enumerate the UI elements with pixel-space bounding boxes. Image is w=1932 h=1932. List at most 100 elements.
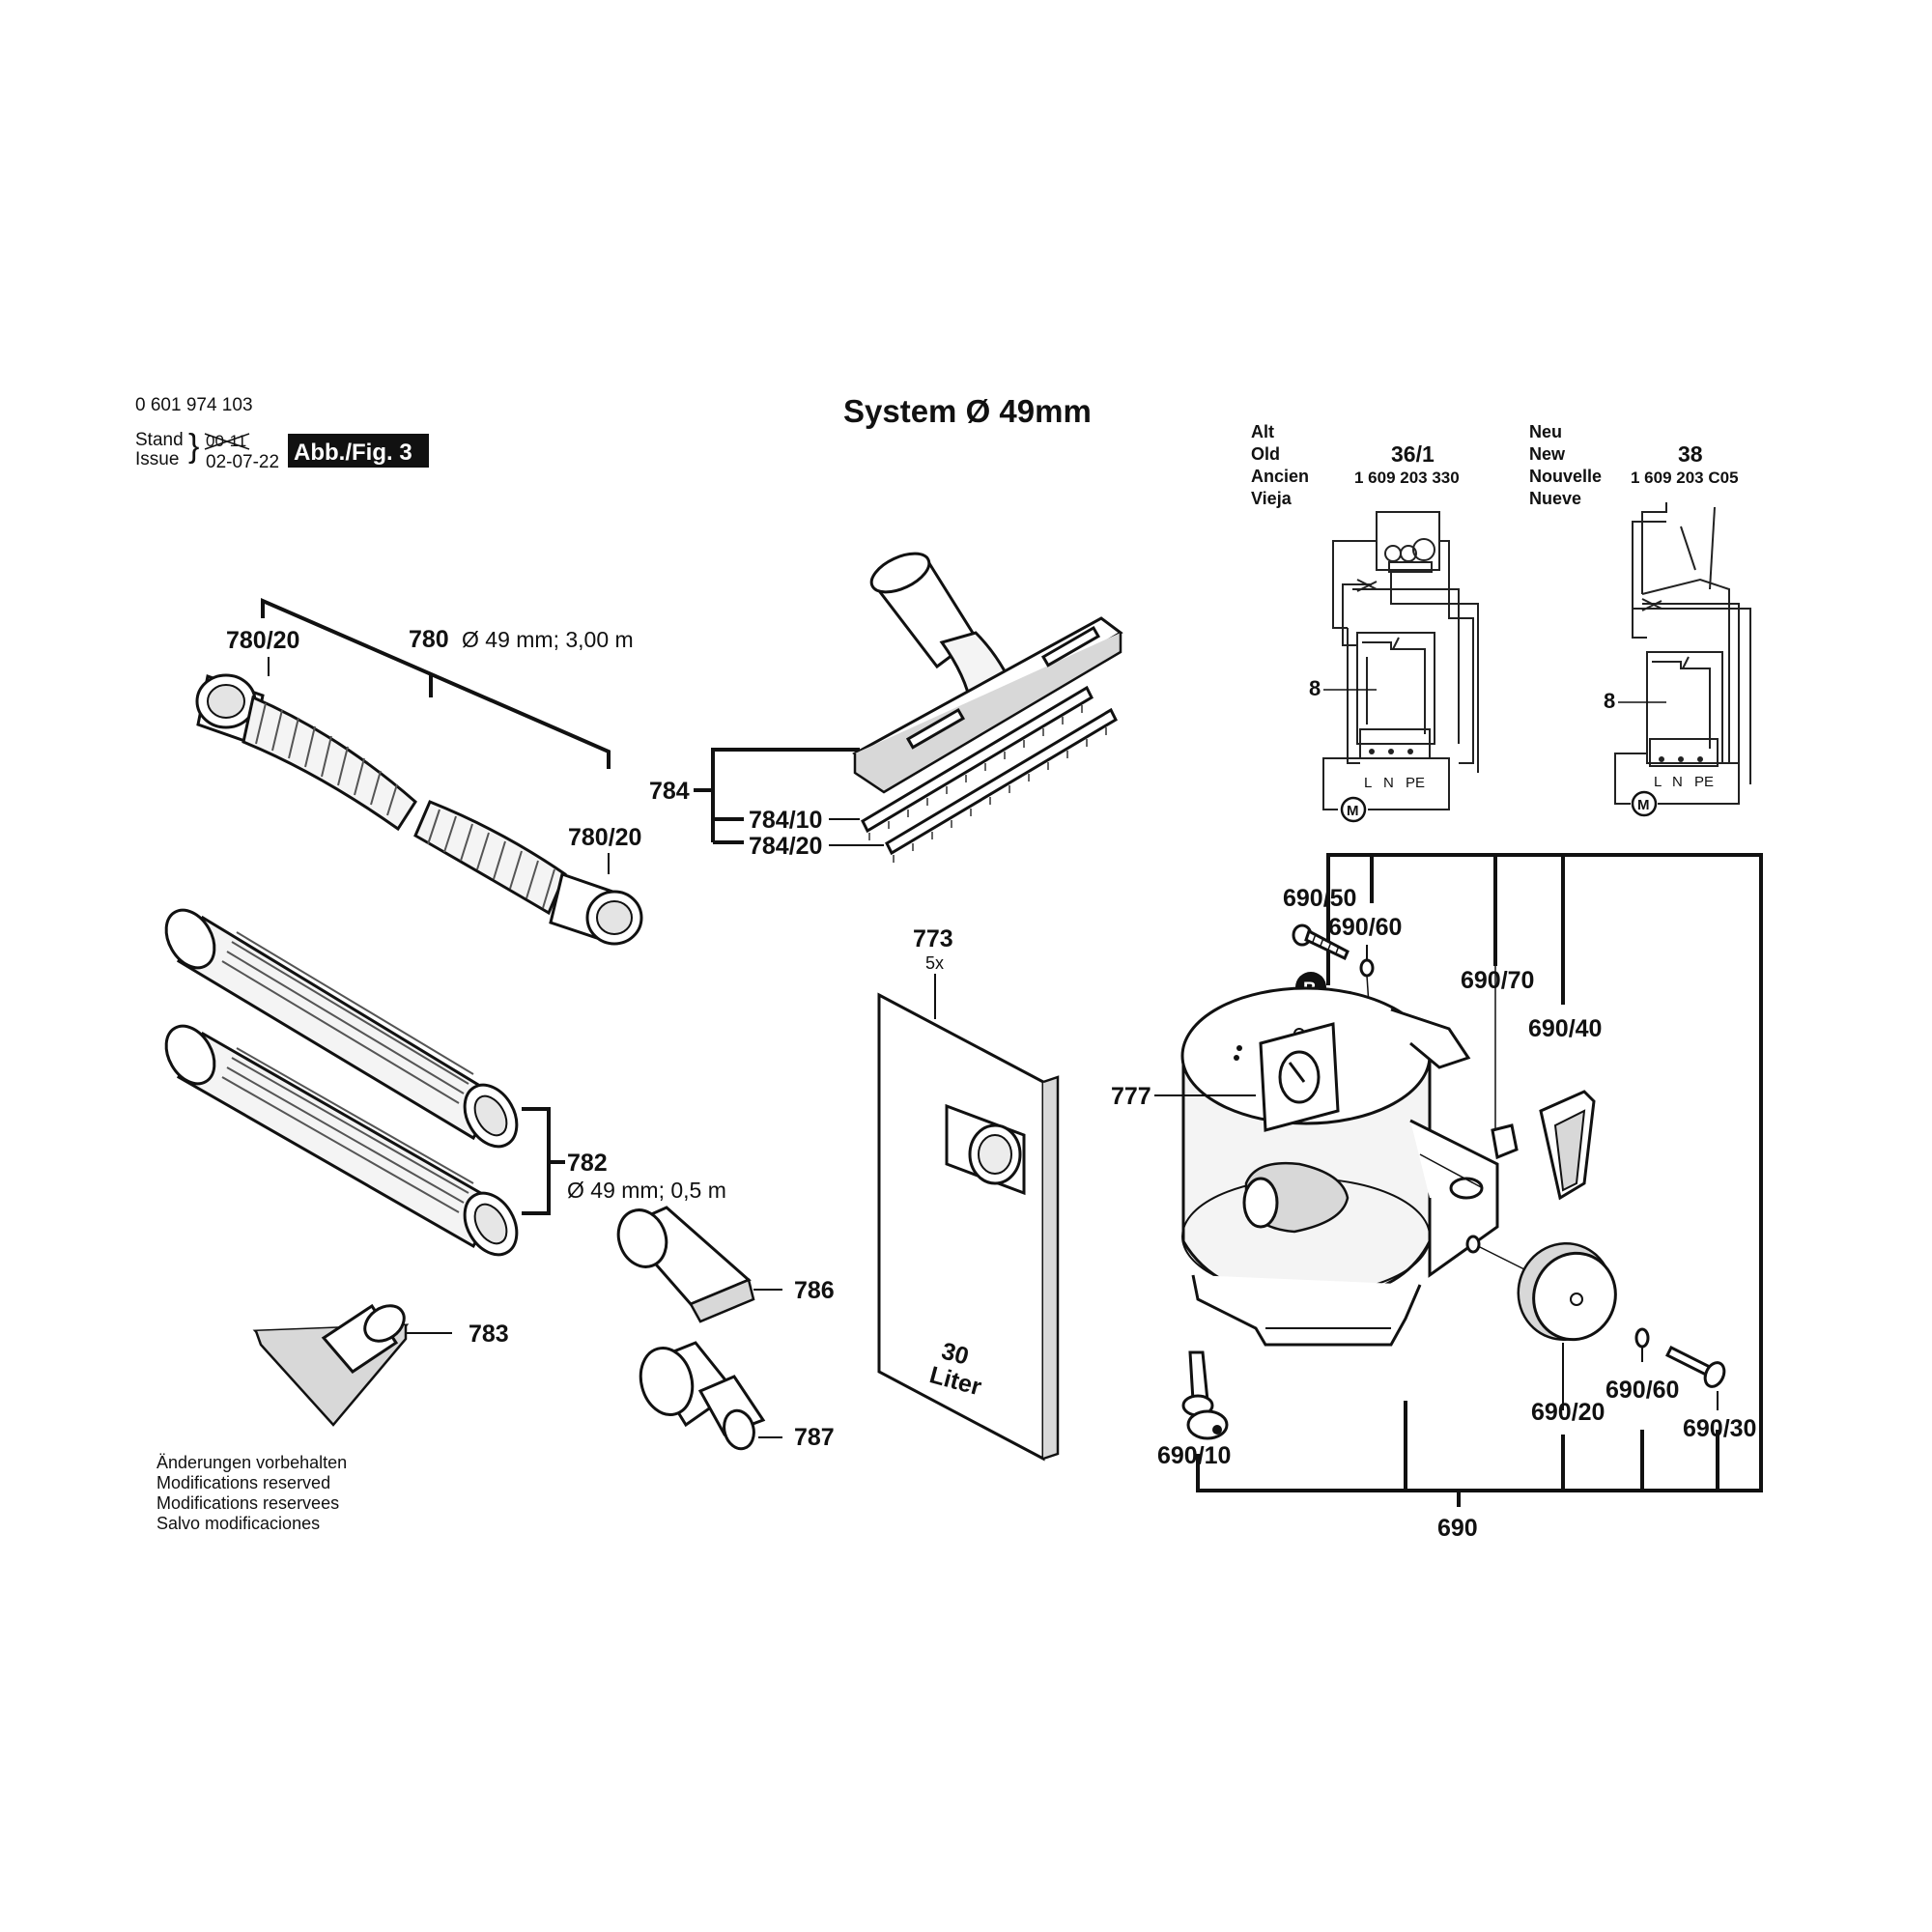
label-690-50: 690/50 <box>1283 885 1356 912</box>
circuit-old-motor-label: M <box>1347 803 1359 819</box>
circuit-old-callout: 8 <box>1309 676 1321 700</box>
circuit-old-terminal: PE <box>1406 775 1425 791</box>
extension-tube-upper <box>164 908 519 1149</box>
circuit-new-terminal: L <box>1654 774 1662 790</box>
label-783: 783 <box>469 1321 509 1348</box>
label-690-10: 690/10 <box>1157 1442 1231 1469</box>
modification-notes: Änderungen vorbehalten Modifications res… <box>156 1453 347 1533</box>
header-block: 0 601 974 103 Stand Issue } 00-11 02-07-… <box>135 393 1092 472</box>
hose-cuff-right <box>549 872 643 946</box>
old-date-strike <box>204 433 250 450</box>
clip-690-70 <box>1491 1123 1519 1160</box>
hose-780: 780/20 780 Ø 49 mm; 3,00 m 780/20 <box>195 597 643 946</box>
caster-690-10 <box>1181 1350 1229 1440</box>
issue-date: 02-07-22 <box>206 452 279 472</box>
label-773: 773 <box>913 925 953 952</box>
circuit-old-word: Vieja <box>1251 489 1293 508</box>
label-690-60-bottom: 690/60 <box>1605 1377 1679 1404</box>
circuit-new-word: Nouvelle <box>1529 467 1602 486</box>
label-780: 780 <box>409 626 449 653</box>
circuit-old-wiring <box>1322 511 1479 810</box>
label-690: 690 <box>1437 1515 1478 1542</box>
brush-strip-784-20 <box>885 707 1118 863</box>
washer-690-60-top <box>1359 958 1375 978</box>
container-handle <box>1390 1008 1471 1069</box>
circuit-new: Neu New Nouvelle Nueve 38 1 609 203 C05 <box>1529 422 1751 817</box>
circuit-old-word: Old <box>1251 444 1280 464</box>
wheel-690-20 <box>1517 1241 1617 1342</box>
label-690-60-top: 690/60 <box>1328 914 1402 941</box>
circuit-old-terminal: N <box>1383 775 1394 791</box>
circuit-new-code: 38 <box>1678 441 1703 467</box>
label-786: 786 <box>794 1277 835 1304</box>
circuit-old-terminal: L <box>1364 775 1372 791</box>
note-line: Modifications reserved <box>156 1473 330 1492</box>
label-787: 787 <box>794 1424 835 1451</box>
circuit-new-wiring <box>1614 502 1751 805</box>
hose-corrugated-right <box>413 800 567 916</box>
circuit-old: Alt Old Ancien Vieja 36/1 1 609 203 330 <box>1251 422 1479 823</box>
circuit-old-code: 36/1 <box>1391 441 1435 467</box>
label-690-70: 690/70 <box>1461 967 1534 994</box>
label-782-spec: Ø 49 mm; 0,5 m <box>567 1178 726 1203</box>
bracket-784 <box>711 748 860 842</box>
label-780-20-right: 780/20 <box>568 824 641 851</box>
label-780-spec: Ø 49 mm; 3,00 m <box>462 627 634 652</box>
note-line: Salvo modificaciones <box>156 1514 320 1533</box>
hose-corrugated-left <box>242 695 417 832</box>
circuit-old-part-no: 1 609 203 330 <box>1354 469 1460 487</box>
circuit-new-terminal: PE <box>1694 774 1714 790</box>
label-782: 782 <box>567 1150 608 1177</box>
washer-690-60-bottom <box>1634 1327 1650 1349</box>
stand-label: Stand <box>135 430 184 450</box>
label-777: 777 <box>1111 1083 1151 1110</box>
figure-badge: Abb./Fig. 3 <box>294 440 412 466</box>
label-773-qty: 5x <box>925 953 944 973</box>
figure-badge-box <box>288 434 429 468</box>
label-784: 784 <box>649 778 690 805</box>
page-title: System Ø 49mm <box>843 393 1092 429</box>
circuit-new-word: New <box>1529 444 1566 464</box>
circuit-new-part-no: 1 609 203 C05 <box>1631 469 1739 487</box>
latch-690-40 <box>1539 1090 1596 1201</box>
label-784-10: 784/10 <box>749 807 822 834</box>
bolt-690-30 <box>1664 1345 1726 1388</box>
screw-690-50 <box>1292 923 1350 961</box>
container-drum <box>1180 986 1432 1301</box>
nozzle-786: 786 <box>616 1206 835 1323</box>
circuit-old-word: Alt <box>1251 422 1274 441</box>
circuit-old-motor-symbol <box>1340 796 1367 823</box>
label-690-20: 690/20 <box>1531 1399 1605 1426</box>
nozzle-783: 783 <box>252 1303 509 1427</box>
container-base <box>1191 1274 1422 1347</box>
extension-tubes-782: 782 Ø 49 mm; 0,5 m <box>164 908 726 1257</box>
circuit-new-terminal: N <box>1672 774 1683 790</box>
circuit-new-motor-label: M <box>1637 797 1650 813</box>
label-690-40: 690/40 <box>1528 1015 1602 1042</box>
bracket-780 <box>261 597 611 769</box>
label-784-20: 784/20 <box>749 833 822 860</box>
note-line: Änderungen vorbehalten <box>156 1453 347 1472</box>
circuit-new-word: Neu <box>1529 422 1562 441</box>
circuit-new-callout: 8 <box>1604 689 1615 713</box>
container-assembly-690: 690 690/50 690/60 690/70 690/40 B <box>1111 853 1763 1542</box>
nozzle-787: 787 <box>639 1341 835 1451</box>
axis-line-rear <box>1419 1153 1484 1189</box>
circuit-new-motor-symbol <box>1631 790 1658 817</box>
note-line: Modifications reservees <box>156 1493 339 1513</box>
label-690-30: 690/30 <box>1683 1415 1756 1442</box>
extension-tube-lower <box>164 1024 519 1257</box>
dust-bag-773: 773 5x 30 Liter <box>877 925 1060 1462</box>
circuit-new-word: Nueve <box>1529 489 1581 508</box>
bracket-782 <box>522 1107 551 1215</box>
filter-plate-777 <box>1259 1022 1340 1132</box>
nozzle-body <box>852 616 1123 794</box>
issue-label: Issue <box>135 449 179 469</box>
brace-glyph: } <box>188 428 199 465</box>
brush-strip-784-10 <box>861 685 1094 840</box>
circuit-old-word: Ancien <box>1251 467 1309 486</box>
part-number: 0 601 974 103 <box>135 395 253 415</box>
label-780-20-left: 780/20 <box>226 627 299 654</box>
floor-nozzle-784: 784 784/10 784/20 <box>649 552 1123 863</box>
